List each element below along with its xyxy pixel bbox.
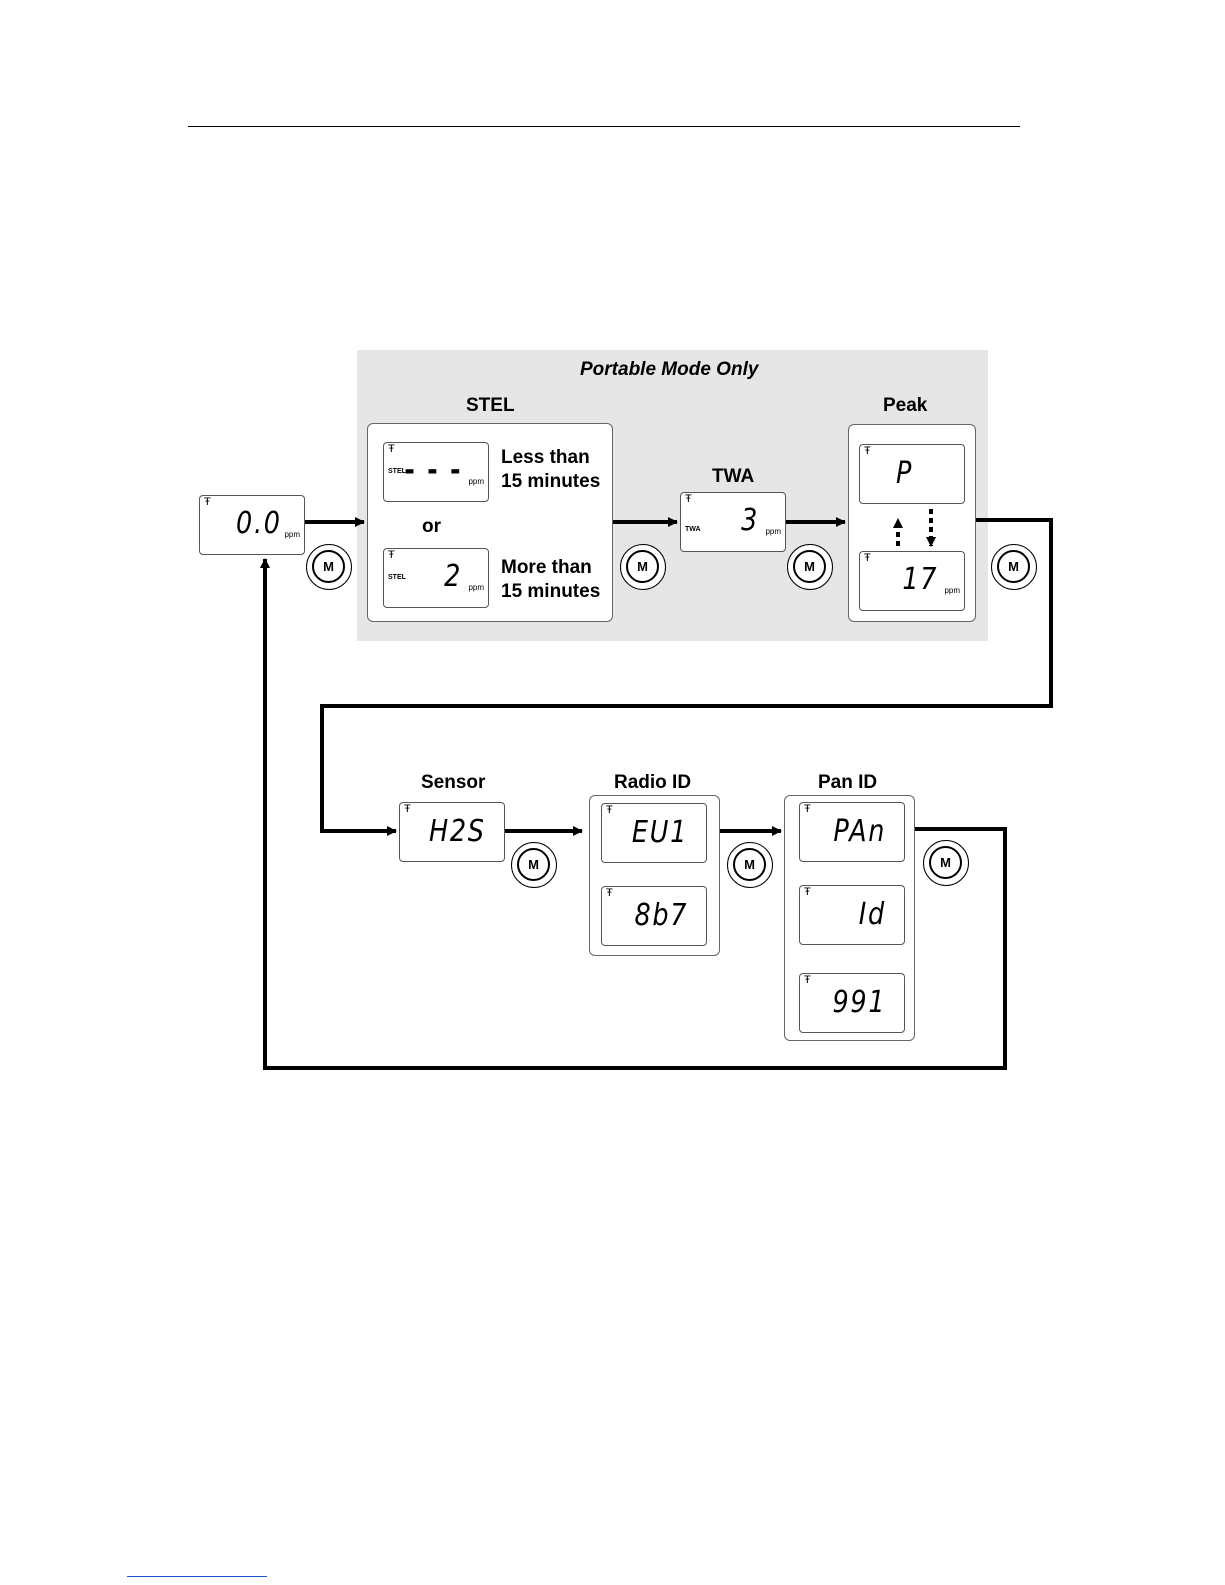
mode-button[interactable]: M: [620, 544, 666, 590]
mode-button[interactable]: M: [511, 842, 557, 888]
arrow-peak-to-sensor: [322, 520, 1051, 831]
arrow-pan-to-home: [265, 559, 1005, 1068]
footer-link-underline: [127, 1576, 267, 1577]
mode-button[interactable]: M: [787, 544, 833, 590]
mode-button[interactable]: M: [991, 544, 1037, 590]
mode-button[interactable]: M: [306, 544, 352, 590]
mode-button[interactable]: M: [727, 842, 773, 888]
mode-button[interactable]: M: [923, 840, 969, 886]
